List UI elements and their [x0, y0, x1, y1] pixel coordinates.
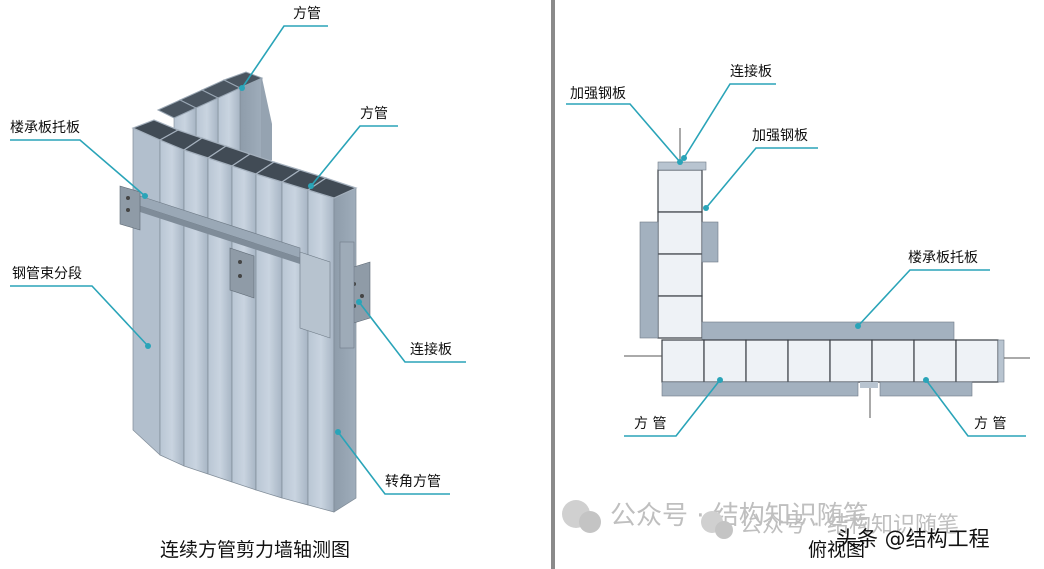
label-floor-bracket-left: 楼承板托板: [10, 120, 80, 136]
label-square-tube-right: 方管: [360, 106, 388, 122]
wechat-watermark-1: 公众号 · 结构知识随笔: [562, 500, 869, 533]
wechat-watermark-2: 公众号 · 结构知识随笔: [701, 511, 959, 539]
watermark-text-2: 公众号 · 结构知识随笔: [740, 513, 959, 538]
caption-plan-view: 俯视图: [808, 539, 865, 561]
label-stiffener-left: 加强钢板: [570, 86, 626, 102]
label-square-tube-plan-left: 方 管: [634, 416, 666, 432]
label-tube-bundle-segment: 钢管束分段: [12, 266, 82, 282]
left-leaders: [10, 25, 466, 495]
label-square-tube-top: 方管: [293, 6, 321, 22]
axonometric-drawing: [119, 71, 371, 513]
label-connection-plate-right: 连接板: [730, 63, 772, 80]
plan-view-drawing: [624, 128, 1030, 418]
label-floor-bracket-right: 楼承板托板: [908, 250, 978, 266]
label-stiffener-right: 加强钢板: [752, 128, 808, 144]
left-leader-dots: [142, 85, 362, 435]
label-square-tube-plan-right: 方 管: [974, 416, 1006, 432]
watermark-text-1: 公众号 · 结构知识随笔: [610, 501, 869, 531]
right-leaders: [566, 83, 1026, 437]
credit-watermark: 头条 @结构工程: [836, 527, 990, 551]
label-corner-tube: 转角方管: [385, 474, 441, 490]
label-connection-plate-left: 连接板: [410, 341, 452, 358]
connection-plates: [119, 185, 371, 349]
right-leader-dots: [677, 155, 929, 383]
caption-axonometric: 连续方管剪力墙轴测图: [160, 539, 350, 561]
panel-divider: [551, 0, 555, 569]
